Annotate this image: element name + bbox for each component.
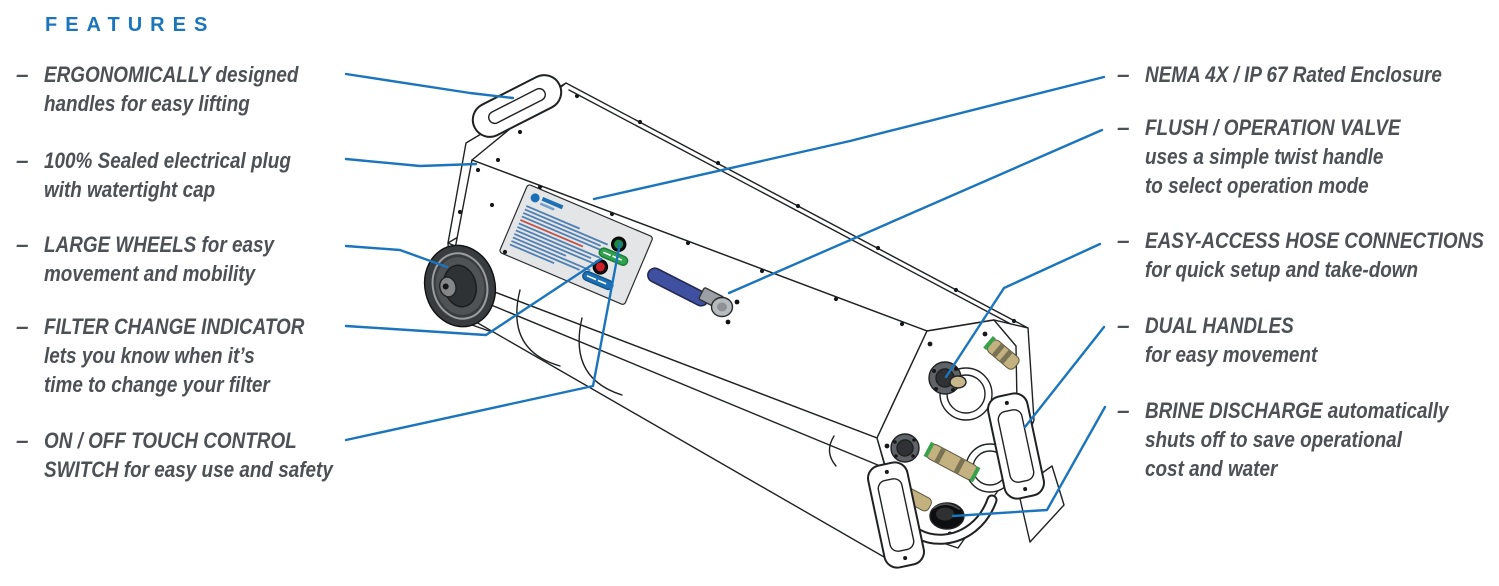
feature-line: ERGONOMICALLY designed [44, 62, 299, 87]
feature-on-off-switch: – ON / OFF TOUCH CONTROL SWITCH for easy… [16, 426, 388, 484]
feature-line: LARGE WHEELS for easy [44, 232, 275, 257]
leader-ergonomic-handles [344, 72, 515, 100]
feature-line: movement and mobility [44, 261, 256, 286]
feature-line: to select operation mode [1145, 173, 1369, 198]
feature-line: time to change your filter [44, 372, 270, 397]
feature-line: for easy movement [1145, 342, 1318, 367]
feature-hose-connections: – EASY-ACCESS HOSE CONNECTIONS for quick… [1117, 226, 1499, 284]
leader-dual-handles [1023, 325, 1106, 429]
feature-brine-discharge: – BRINE DISCHARGE automatically shuts of… [1117, 396, 1499, 483]
feature-line: handles for easy lifting [44, 91, 250, 116]
feature-line: shuts off to save operational [1145, 427, 1402, 452]
feature-nema-enclosure: – NEMA 4X / IP 67 Rated Enclosure [1117, 60, 1498, 89]
feature-line: for quick setup and take-down [1145, 257, 1419, 282]
bullet-dash: – [16, 428, 29, 453]
feature-line: SWITCH for easy use and safety [44, 457, 333, 482]
feature-sealed-plug: – 100% Sealed electrical plug with water… [16, 146, 338, 204]
leader-filter-indicator [344, 257, 603, 337]
filter-change-indicator-light [582, 259, 614, 291]
leader-hose-connections [944, 242, 1102, 379]
feature-line: DUAL HANDLES [1145, 313, 1294, 338]
flush-operation-valve [647, 267, 740, 325]
leader-large-wheels [344, 244, 449, 269]
bullet-dash: – [16, 314, 29, 339]
feature-dual-handles: – DUAL HANDLES for easy movement [1117, 311, 1350, 369]
leader-sealed-plug [344, 157, 478, 168]
bullet-dash: – [1117, 398, 1130, 423]
feature-line: FILTER CHANGE INDICATOR [44, 314, 305, 339]
top-carry-handle [471, 74, 563, 138]
feature-line: with watertight cap [44, 177, 216, 202]
feature-line: FLUSH / OPERATION VALVE [1145, 115, 1401, 140]
dual-handle-left [867, 461, 925, 569]
feature-line: 100% Sealed electrical plug [44, 148, 291, 173]
bullet-dash: – [16, 232, 29, 257]
bullet-dash: – [1117, 228, 1130, 253]
leader-flush-valve [727, 128, 1104, 295]
leader-on-off-switch [344, 241, 622, 442]
hose-connection-flange [928, 361, 967, 395]
hose-connection-flange [890, 433, 920, 463]
feature-filter-indicator: – FILTER CHANGE INDICATOR lets you know … [16, 312, 354, 399]
feature-line: cost and water [1145, 456, 1278, 481]
bullet-dash: – [1117, 62, 1130, 87]
feature-line: NEMA 4X / IP 67 Rated Enclosure [1145, 62, 1442, 87]
brand-logo-icon [530, 193, 564, 211]
feature-line: uses a simple twist handle [1145, 144, 1384, 169]
leader-nema-enclosure [592, 75, 1106, 201]
feature-line: BRINE DISCHARGE automatically [1145, 398, 1449, 423]
bullet-dash: – [1117, 313, 1130, 338]
leader-brine-discharge [951, 405, 1107, 518]
bullet-dash: – [16, 62, 29, 87]
feature-line: lets you know when it’s [44, 343, 255, 368]
feature-line: EASY-ACCESS HOSE CONNECTIONS [1145, 228, 1484, 253]
bullet-dash: – [1117, 115, 1130, 140]
features-title: FEATURES [45, 14, 216, 36]
feature-large-wheels: – LARGE WHEELS for easy movement and mob… [16, 230, 318, 288]
feature-flush-valve: – FLUSH / OPERATION VALVE uses a simple … [1117, 113, 1449, 200]
bullet-dash: – [16, 148, 29, 173]
screws [457, 93, 1017, 327]
feature-ergonomic-handles: – ERGONOMICALLY designed handles for eas… [16, 60, 347, 118]
feature-line: ON / OFF TOUCH CONTROL [44, 428, 297, 453]
